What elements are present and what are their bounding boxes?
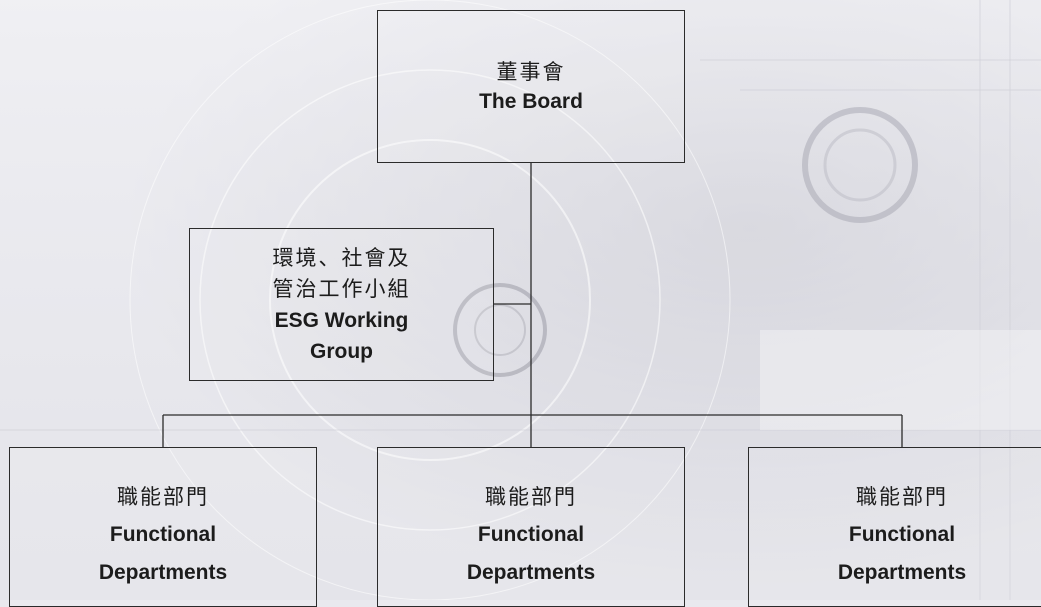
esg-label-zh-line2: 管治工作小組 — [272, 276, 411, 301]
esg-label-en-line1: ESG Working — [274, 308, 409, 332]
department-label-en-line2: Departments — [98, 561, 228, 584]
department-node-2: 職能部門 Functional Departments — [377, 447, 685, 607]
esg-working-group-node: 環境、社會及 管治工作小組 ESG Working Group — [189, 228, 494, 381]
department-label-en-line1: Functional — [848, 523, 956, 546]
board-node: 董事會 The Board — [377, 10, 685, 163]
department-label-zh: 職能部門 — [117, 485, 209, 509]
department-node-1: 職能部門 Functional Departments — [9, 447, 317, 607]
board-label-en: The Board — [479, 89, 583, 113]
department-label-en-line1: Functional — [109, 523, 217, 546]
esg-label-en-line2: Group — [310, 339, 373, 363]
board-label-zh: 董事會 — [496, 59, 566, 84]
department-label-en-line2: Departments — [837, 561, 967, 584]
department-node-3: 職能部門 Functional Departments — [748, 447, 1041, 607]
department-label-zh: 職能部門 — [485, 485, 577, 509]
department-label-en-line1: Functional — [477, 523, 585, 546]
department-label-zh: 職能部門 — [856, 485, 948, 509]
department-label-en-line2: Departments — [466, 561, 596, 584]
esg-label-zh-line1: 環境、社會及 — [272, 245, 411, 270]
